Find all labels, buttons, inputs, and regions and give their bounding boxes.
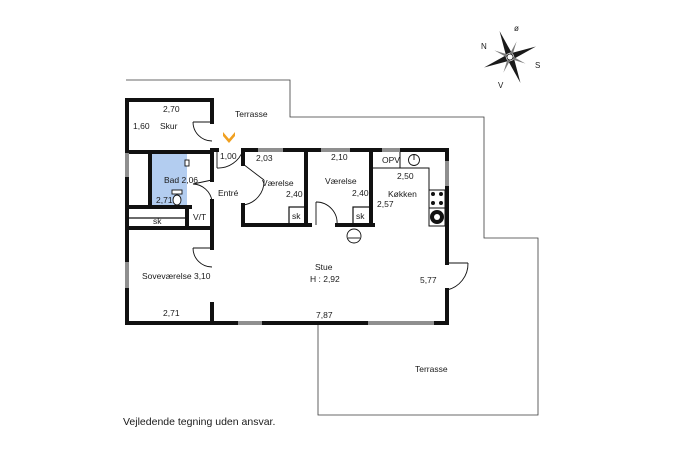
opv-label: OPV bbox=[382, 155, 400, 165]
walls bbox=[125, 98, 449, 325]
terrace-bottom-label: Terrasse bbox=[415, 364, 448, 374]
shed-depth: 1,60 bbox=[133, 121, 150, 131]
stove-icon bbox=[431, 192, 443, 205]
closet-label-1: sk bbox=[153, 216, 162, 226]
oven-icon bbox=[430, 210, 444, 224]
terrace-top-outline bbox=[126, 79, 539, 416]
room2-depth: 2,40 bbox=[352, 188, 369, 198]
bedroom-width: 2,71 bbox=[163, 308, 180, 318]
doors bbox=[192, 121, 469, 291]
kitchen-counters bbox=[371, 152, 447, 227]
room1-depth: 2,40 bbox=[286, 189, 303, 199]
kitchen-label: Køkken bbox=[388, 189, 417, 199]
bath-label: Bad 2,06 bbox=[164, 175, 198, 185]
disclaimer-text: Vejledende tegning uden ansvar. bbox=[123, 416, 276, 428]
compass-rose-icon bbox=[484, 31, 536, 83]
shed-label: Skur bbox=[160, 121, 178, 131]
entry-dim: 1,00 bbox=[220, 151, 237, 161]
room1-label: Værelse bbox=[262, 178, 294, 188]
room1-width: 2,03 bbox=[256, 153, 273, 163]
kitchen-depth: 2,57 bbox=[377, 199, 394, 209]
room2-label: Værelse bbox=[325, 176, 357, 186]
living-width: 7,87 bbox=[316, 310, 333, 320]
compass-n: N bbox=[481, 42, 487, 51]
light-icon bbox=[346, 228, 362, 244]
sink-icon bbox=[408, 154, 420, 166]
living-height: H : 2,92 bbox=[310, 274, 340, 284]
toilet-icon bbox=[171, 189, 183, 206]
closet-label-3: sk bbox=[356, 211, 365, 221]
vt-label: V/T bbox=[193, 212, 206, 222]
bedroom-label: Soveværelse 3,10 bbox=[142, 271, 211, 281]
closet-label-2: sk bbox=[292, 211, 301, 221]
entrance-arrow-icon bbox=[223, 132, 235, 143]
bath-width: 2,71 bbox=[156, 195, 173, 205]
entrance-label: Entré bbox=[218, 188, 239, 198]
living-label: Stue bbox=[315, 262, 333, 272]
room2-width: 2,10 bbox=[331, 152, 348, 162]
closets bbox=[127, 206, 372, 226]
terrace-top-label: Terrasse bbox=[235, 109, 268, 119]
kitchen-width: 2,50 bbox=[397, 171, 414, 181]
shed-width: 2,70 bbox=[163, 104, 180, 114]
basin-icon bbox=[184, 159, 190, 167]
compass-v: V bbox=[498, 81, 504, 90]
compass-o: ø bbox=[514, 24, 519, 33]
windows bbox=[125, 148, 449, 325]
compass-s: S bbox=[535, 61, 540, 70]
living-depth: 5,77 bbox=[420, 275, 437, 285]
